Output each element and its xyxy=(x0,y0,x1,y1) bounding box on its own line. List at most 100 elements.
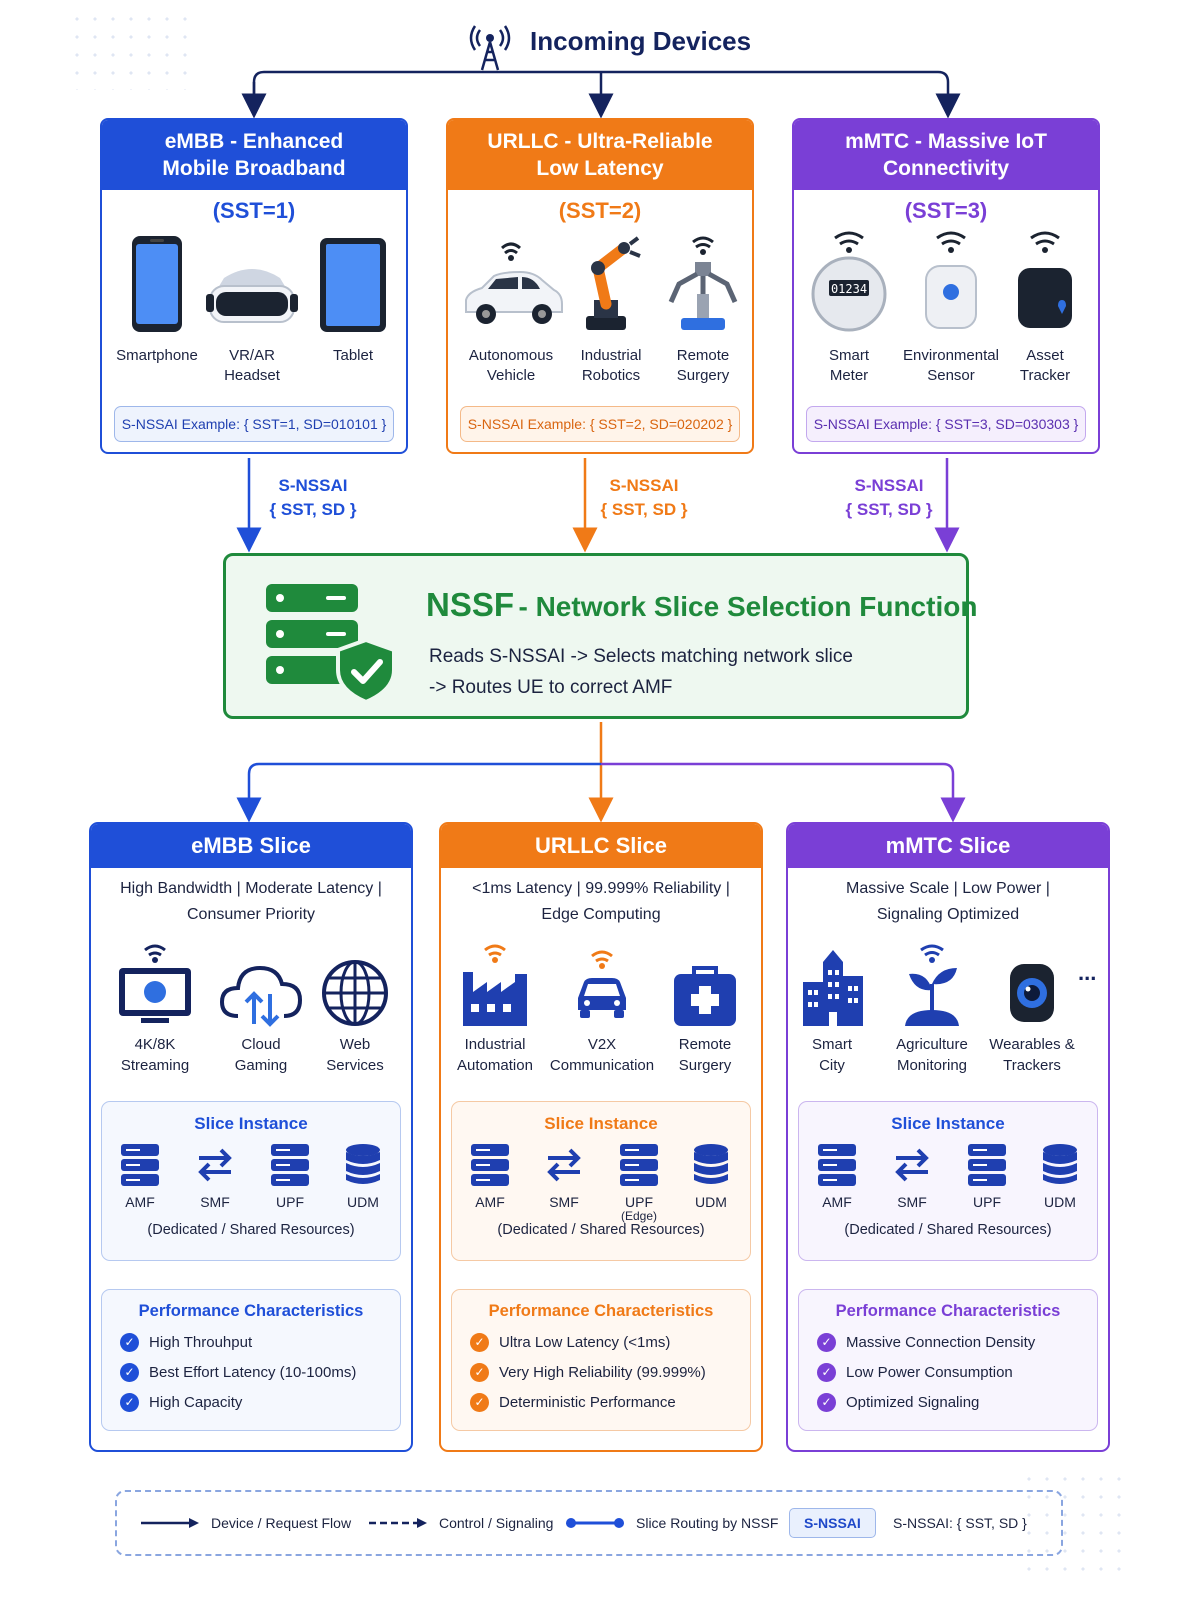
check-icon: ✓ xyxy=(470,1392,489,1412)
performance-item-label: High Throuhput xyxy=(149,1333,253,1351)
cloud-transfer-icon xyxy=(207,938,315,1028)
legend-label: Slice Routing by NSSF xyxy=(636,1515,779,1531)
server-shield-icon xyxy=(266,584,398,709)
use-case-remote-surgery: Remote Surgery xyxy=(651,938,759,1076)
category-title-line2: Low Latency xyxy=(536,157,664,180)
slice-desc-line1: <1ms Latency | 99.999% Reliability | xyxy=(472,880,730,897)
asset-tracker-icon xyxy=(990,224,1098,334)
check-icon: ✓ xyxy=(817,1392,836,1412)
use-case-label: Industrial Automation xyxy=(457,1036,533,1074)
nf-smf: SMF xyxy=(180,1140,250,1210)
database-icon xyxy=(676,1140,746,1190)
nf-label: UDM xyxy=(1044,1194,1076,1210)
nf-label: UPF xyxy=(625,1194,653,1210)
use-case-label: Agriculture Monitoring xyxy=(896,1036,968,1074)
decorative-dots xyxy=(1020,1470,1130,1580)
nssf-title: NSSF - Network Slice Selection Function xyxy=(426,586,977,624)
server-icon xyxy=(802,1140,872,1190)
slice-instance: Slice Instance AMF SMF UPF (Edge) UDM (D… xyxy=(451,1101,751,1261)
category-title: URLLC - Ultra-Reliable Low Latency xyxy=(448,120,752,190)
device-smart-meter: 01234 Smart Meter xyxy=(794,224,904,386)
slice-instance-note: (Dedicated / Shared Resources) xyxy=(844,1222,1052,1238)
tablet-icon xyxy=(298,224,406,334)
category-title-line2: Connectivity xyxy=(882,157,1010,180)
server-icon xyxy=(952,1140,1022,1190)
env-sensor-icon xyxy=(891,224,1011,334)
device-list: Autonomous Vehicle Industrial Robotics R… xyxy=(448,224,752,414)
performance-panel: Performance Characteristics ✓Massive Con… xyxy=(798,1289,1098,1431)
slice-desc-line2: Signaling Optimized xyxy=(876,906,1020,923)
performance-item: ✓High Throuhput xyxy=(120,1327,400,1357)
slice-desc-line1: High Bandwidth | Moderate Latency | xyxy=(120,880,382,897)
slice-title: URLLC Slice xyxy=(441,824,761,868)
snssai-flow-line2: { SST, SD } xyxy=(600,500,688,519)
slice-title: mMTC Slice xyxy=(788,824,1108,868)
nf-amf: AMF xyxy=(105,1140,175,1210)
use-case-list: Industrial Automation V2X Communication … xyxy=(441,938,761,1088)
nf-upf-edge: UPF (Edge) xyxy=(604,1140,674,1223)
legend-label: Device / Request Flow xyxy=(211,1515,352,1531)
performance-item: ✓High Capacity xyxy=(120,1387,400,1417)
performance-item-label: High Capacity xyxy=(149,1393,243,1411)
slice-instance-title: Slice Instance xyxy=(544,1114,658,1133)
check-icon: ✓ xyxy=(817,1362,836,1382)
device-label: Remote Surgery xyxy=(676,347,730,384)
device-label: Industrial Robotics xyxy=(580,347,642,384)
performance-title: Performance Characteristics xyxy=(488,1302,714,1320)
smart-meter-icon: 01234 xyxy=(794,224,904,334)
device-label: Smartphone xyxy=(116,347,198,364)
nf-label: SMF xyxy=(200,1194,230,1210)
performance-title: Performance Characteristics xyxy=(835,1302,1061,1320)
device-label: Autonomous Vehicle xyxy=(468,347,554,384)
category-title-line2: Mobile Broadband xyxy=(162,157,346,180)
slice-description: High Bandwidth | Moderate Latency | Cons… xyxy=(91,876,411,928)
legend-snssai-desc: S-NSSAI: { SST, SD } xyxy=(893,1492,1027,1554)
performance-item: ✓Best Effort Latency (10-100ms) xyxy=(120,1357,400,1387)
database-icon xyxy=(1025,1140,1095,1190)
snssai-example: S-NSSAI Example: { SST=2, SD=020202 } xyxy=(460,406,740,442)
snssai-tag: S-NSSAI xyxy=(789,1508,876,1538)
use-case-label: V2X Communication xyxy=(549,1036,655,1074)
performance-panel: Performance Characteristics ✓High Throuh… xyxy=(101,1289,401,1431)
vr-headset-icon xyxy=(197,224,307,334)
legend-label: S-NSSAI: { SST, SD } xyxy=(893,1515,1027,1531)
slice-instance: Slice Instance AMF SMF UPF UDM (Dedicate… xyxy=(798,1101,1098,1261)
sst-label: (SST=2) xyxy=(558,198,642,223)
nf-amf: AMF xyxy=(802,1140,872,1210)
routing-line-icon xyxy=(566,1518,624,1528)
device-industrial-robot: Industrial Robotics xyxy=(556,224,666,386)
nf-smf: SMF xyxy=(529,1140,599,1210)
device-label: Smart Meter xyxy=(828,347,869,384)
device-smartphone: Smartphone xyxy=(102,224,212,366)
performance-item: ✓Massive Connection Density xyxy=(817,1327,1097,1357)
nf-label: SMF xyxy=(897,1194,927,1210)
factory-icon xyxy=(441,938,549,1028)
check-icon: ✓ xyxy=(470,1332,489,1352)
snssai-flow-label-mmtc: S-NSSAI { SST, SD } xyxy=(834,474,944,522)
mmtc-category-box: mMTC - Massive IoT Connectivity (SST=3) … xyxy=(792,118,1100,454)
swap-arrows-icon xyxy=(180,1140,250,1190)
nssf-box: NSSF - Network Slice Selection Function … xyxy=(223,553,977,719)
nssf-desc-line1: Reads S-NSSAI -> Selects matching networ… xyxy=(429,646,853,667)
meter-display: 01234 xyxy=(831,282,867,296)
snssai-flow-line1: S-NSSAI xyxy=(609,476,679,495)
slice-title: eMBB Slice xyxy=(91,824,411,868)
sst-label: (SST=3) xyxy=(904,198,988,223)
network-function-list: AMF SMF UPF UDM xyxy=(799,1134,1097,1222)
snssai-flow-label-embb: S-NSSAI { SST, SD } xyxy=(258,474,368,522)
dashed-arrow-icon xyxy=(369,1518,427,1528)
nf-sublabel: (Edge) xyxy=(620,1209,658,1223)
use-case-wearables: Wearables & Trackers xyxy=(978,938,1086,1076)
device-environmental-sensor: Environmental Sensor xyxy=(891,224,1011,386)
urllc-category-box: URLLC - Ultra-Reliable Low Latency (SST=… xyxy=(446,118,754,454)
use-case-label: Web Services xyxy=(326,1036,384,1074)
device-autonomous-vehicle: Autonomous Vehicle xyxy=(456,224,566,386)
embb-category-box: eMBB - Enhanced Mobile Broadband (SST=1)… xyxy=(100,118,408,454)
embb-slice-box: eMBB Slice High Bandwidth | Moderate Lat… xyxy=(89,822,413,1452)
snssai-flow-line2: { SST, SD } xyxy=(269,500,357,519)
database-icon xyxy=(328,1140,398,1190)
header-title: Incoming Devices xyxy=(530,26,752,56)
snssai-example: S-NSSAI Example: { SST=1, SD=010101 } xyxy=(114,406,394,442)
performance-title: Performance Characteristics xyxy=(138,1302,364,1320)
legend-request-flow: Device / Request Flow xyxy=(139,1492,351,1554)
